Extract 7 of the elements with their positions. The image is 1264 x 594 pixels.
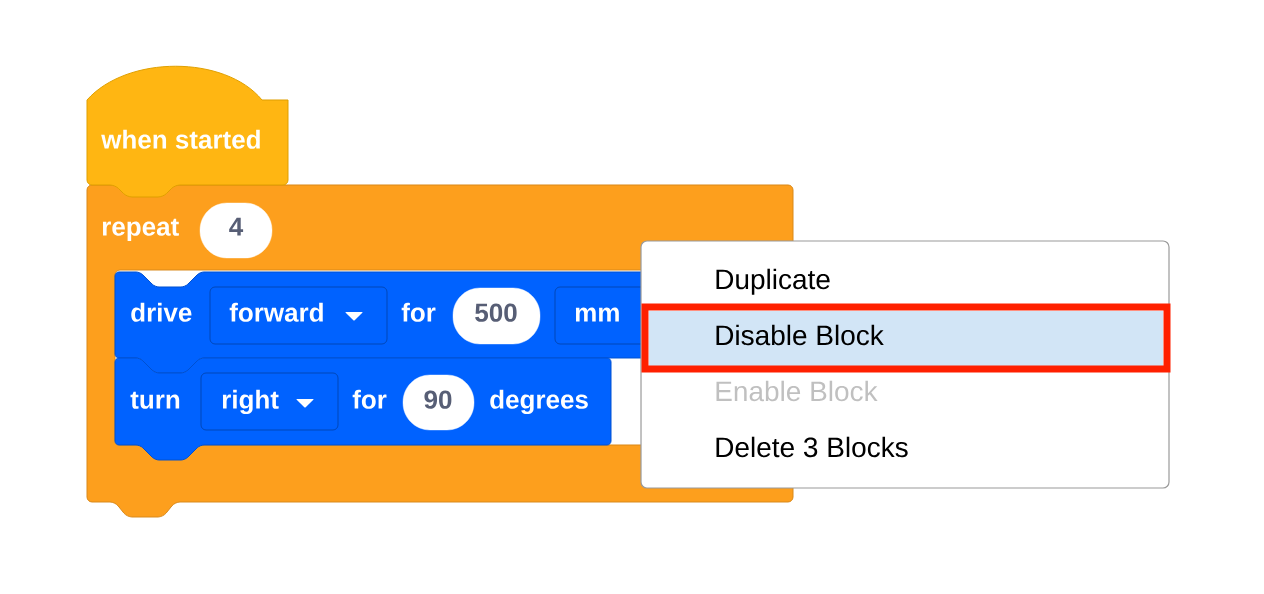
number-field: 4 bbox=[199, 202, 273, 259]
number-field: 500 bbox=[452, 287, 541, 345]
dropdown-menu: right bbox=[200, 372, 339, 431]
number-field: 90 bbox=[402, 374, 475, 431]
dropdown-menu: forward bbox=[209, 286, 388, 345]
hat-block: when started bbox=[86, 65, 289, 198]
menu-item: Disable Block bbox=[649, 311, 1163, 367]
